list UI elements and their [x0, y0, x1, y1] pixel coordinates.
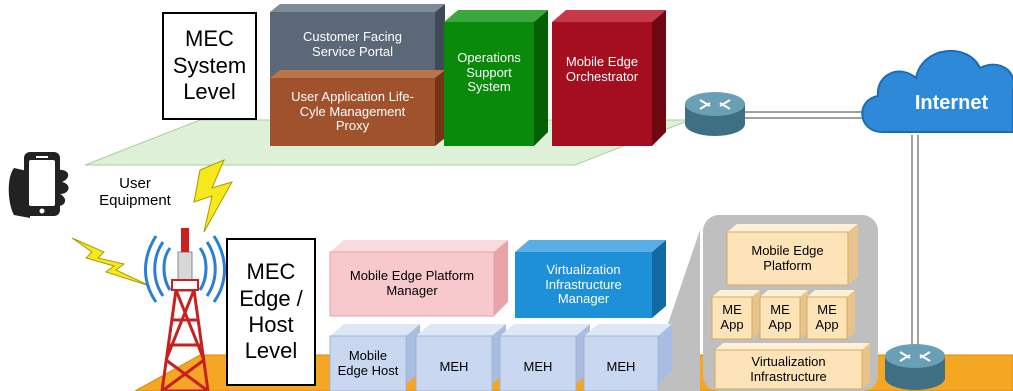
system-level-label: MEC System Level [162, 12, 257, 120]
edge-level-label: MEC Edge / Host Level [226, 238, 316, 386]
lightning-icon [71, 159, 234, 287]
oss-box [444, 10, 548, 146]
vim-box [515, 240, 666, 318]
customer-portal-box [270, 4, 445, 78]
router-icon-edge [885, 344, 945, 390]
router-icon [685, 92, 745, 136]
meh-boxes [329, 324, 672, 391]
orchestrator-box [552, 10, 666, 146]
connection-lines [745, 111, 919, 360]
cell-tower-icon [144, 228, 226, 391]
platform-manager-box [329, 240, 508, 317]
cloud-icon [861, 49, 1013, 133]
smartphone-icon [8, 152, 69, 218]
user-app-proxy-box [270, 70, 445, 146]
detail-boxes [711, 224, 870, 390]
